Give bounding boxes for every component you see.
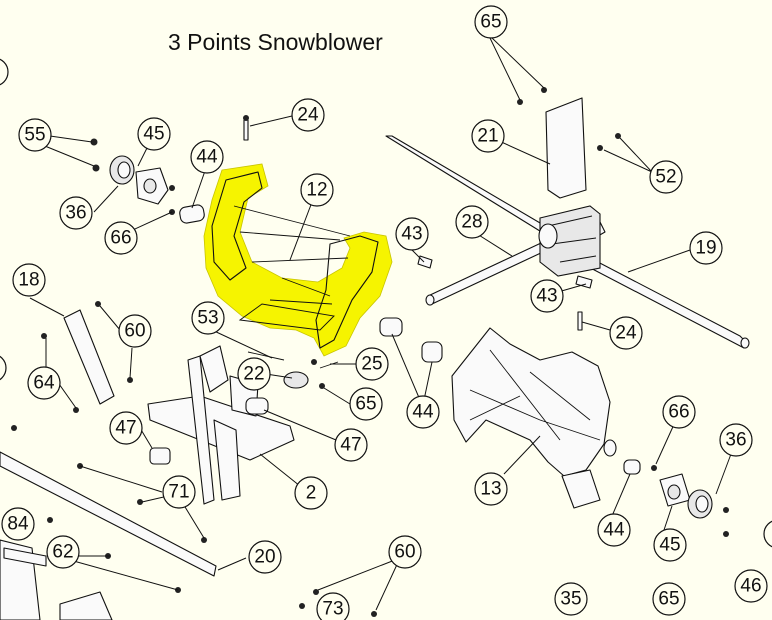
svg-text:18: 18 (18, 270, 39, 291)
callout-55: 55 (18, 118, 52, 152)
callout-22: 22 (237, 357, 271, 391)
svg-text:44: 44 (603, 520, 625, 541)
callout-71: 71 (162, 475, 196, 509)
svg-text:84: 84 (7, 514, 29, 535)
svg-text:47: 47 (340, 435, 361, 456)
callout-18: 18 (12, 263, 46, 297)
callout-43-top: 43 (395, 217, 429, 251)
callout-45-left: 45 (137, 117, 171, 151)
svg-text:65: 65 (658, 589, 679, 610)
svg-text:36: 36 (65, 203, 86, 224)
svg-text:46: 46 (740, 576, 761, 597)
callout-28: 28 (455, 205, 489, 239)
callout-44-left: 44 (190, 140, 224, 174)
callout-45-right: 45 (653, 528, 687, 562)
callout-24-right: 24 (609, 316, 643, 350)
callout-65-top: 65 (474, 5, 508, 39)
svg-text:43: 43 (401, 224, 422, 245)
callout-62: 62 (46, 535, 80, 569)
svg-text:62: 62 (52, 542, 73, 563)
svg-text:65: 65 (480, 12, 501, 33)
callout-44-right: 44 (597, 513, 631, 547)
svg-text:45: 45 (659, 535, 680, 556)
callout-65-mid: 65 (349, 387, 383, 421)
callout-46: 46 (734, 569, 768, 603)
svg-text:19: 19 (695, 238, 716, 259)
callout-20: 20 (248, 540, 282, 574)
callout-73: 73 (316, 592, 350, 620)
svg-text:22: 22 (243, 364, 264, 385)
callout-60-left: 60 (118, 314, 152, 348)
svg-text:43: 43 (536, 286, 557, 307)
svg-text:20: 20 (254, 547, 275, 568)
callout-66-left: 66 (104, 221, 138, 255)
svg-text:25: 25 (361, 354, 382, 375)
callout-64: 64 (27, 366, 61, 400)
callout-65-bottom: 65 (652, 582, 686, 616)
callout-21: 21 (471, 119, 505, 153)
left-bars (41, 301, 133, 413)
left-hardware (90, 115, 249, 224)
highlighted-rotor (203, 163, 393, 357)
callout-60-bottom: 60 (388, 535, 422, 569)
svg-text:60: 60 (124, 321, 145, 342)
svg-text:64: 64 (33, 373, 55, 394)
svg-text:24: 24 (297, 105, 319, 126)
svg-text:44: 44 (412, 402, 434, 423)
leader-lines (29, 37, 735, 611)
svg-text:35: 35 (560, 589, 581, 610)
callout-2: 2 (294, 476, 328, 510)
svg-text:28: 28 (461, 212, 482, 233)
callout-35: 35 (554, 582, 588, 616)
shaft-assembly (385, 135, 750, 349)
callout-47-mid: 47 (334, 428, 368, 462)
bushing-44b (421, 341, 443, 363)
part-2-frame (147, 345, 339, 505)
bushing-44a (379, 317, 403, 337)
part-21-plate (545, 97, 587, 199)
svg-text:24: 24 (615, 323, 637, 344)
part-13-rotor (451, 327, 617, 509)
svg-text:21: 21 (477, 126, 498, 147)
svg-text:2: 2 (306, 483, 317, 504)
svg-text:47: 47 (115, 418, 136, 439)
callout-36-right: 36 (719, 423, 753, 457)
svg-text:13: 13 (480, 479, 501, 500)
diagram-title: 3 Points Snowblower (168, 29, 383, 55)
svg-text:66: 66 (110, 228, 131, 249)
svg-text:36: 36 (725, 430, 746, 451)
svg-text:12: 12 (306, 180, 327, 201)
callout-52: 52 (649, 160, 683, 194)
svg-text:45: 45 (143, 124, 164, 145)
callout-43-mid: 43 (530, 279, 564, 313)
right-hardware (517, 87, 729, 537)
callout-24-top: 24 (291, 98, 325, 132)
callout-84: 84 (1, 507, 35, 541)
callout-12: 12 (300, 173, 334, 207)
callout-53: 53 (191, 301, 225, 335)
svg-text:44: 44 (196, 147, 218, 168)
svg-text:55: 55 (24, 125, 45, 146)
callout-44-mid: 44 (406, 395, 440, 429)
callout-47-left: 47 (109, 411, 143, 445)
callout-group: 65 24 55 45 44 12 21 52 36 66 43 28 19 1… (1, 5, 768, 620)
callout-36-left: 36 (59, 196, 93, 230)
svg-text:66: 66 (668, 402, 689, 423)
callout-13: 13 (474, 472, 508, 506)
svg-text:73: 73 (322, 599, 343, 620)
svg-text:52: 52 (655, 167, 676, 188)
callout-66-right: 66 (662, 395, 696, 429)
svg-text:65: 65 (355, 394, 376, 415)
part-20-bar (0, 425, 377, 620)
svg-text:71: 71 (168, 482, 189, 503)
edge-callouts (0, 58, 772, 548)
svg-text:60: 60 (394, 542, 415, 563)
callout-25: 25 (355, 347, 389, 381)
callout-19: 19 (689, 231, 723, 265)
svg-text:53: 53 (197, 308, 218, 329)
